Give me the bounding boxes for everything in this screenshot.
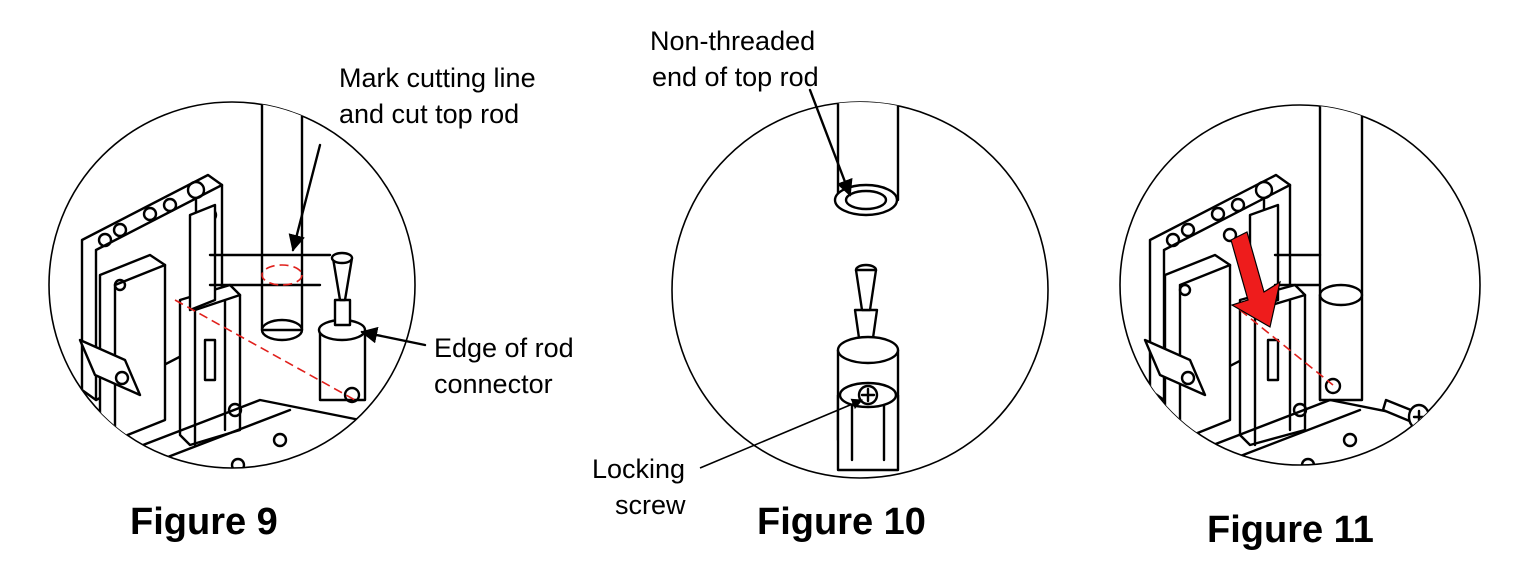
figure-11-frame — [1119, 104, 1481, 466]
figure-11-drawing — [1143, 105, 1432, 465]
figure-11-caption: Figure 11 — [1207, 509, 1374, 551]
figure-10-drawing — [833, 102, 900, 472]
insert-arrow — [1230, 231, 1281, 328]
figure-9-caption: Figure 9 — [130, 501, 278, 543]
figure-10: Non-threaded end of top rod Locking scre… — [592, 26, 1049, 543]
figure-10-callout-rod-end-1: Non-threaded — [650, 26, 815, 56]
figure-9-drawing — [78, 102, 367, 468]
locking-screw-icon — [1381, 398, 1431, 431]
figure-9-callout-cut-line-2: and cut top rod — [339, 99, 519, 129]
figure-9-callout-cut-line-1: Mark cutting line — [339, 63, 536, 93]
figure-9-callout-connector-2: connector — [434, 369, 553, 399]
figure-11: Figure 11 — [1119, 104, 1481, 551]
figure-10-callout-screw-1: Locking — [592, 454, 685, 484]
figure-9: Mark cutting line and cut top rod Edge o… — [48, 63, 574, 543]
figure-9-callout-connector-1: Edge of rod — [434, 333, 574, 363]
figure-10-caption: Figure 10 — [757, 501, 926, 543]
figure-10-callout-screw-2: screw — [615, 490, 686, 520]
figure-10-callout-rod-end-2: end of top rod — [652, 62, 819, 92]
